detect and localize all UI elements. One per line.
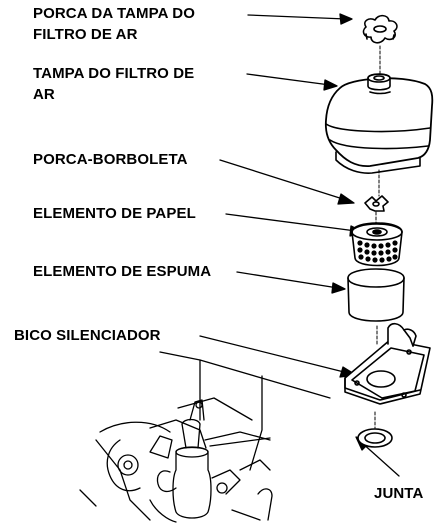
leader-cover-nut: [247, 14, 347, 20]
foam-element-part: [347, 268, 405, 347]
label-gasket: JUNTA: [374, 485, 424, 502]
label-paper-element: ELEMENTO DE PAPEL: [33, 205, 196, 222]
leader-cover: [246, 73, 331, 86]
label-cover-line1: TAMPA DO FILTRO DE: [33, 65, 195, 82]
leader-gasket: [360, 441, 400, 477]
label-foam-element: ELEMENTO DE ESPUMA: [33, 263, 212, 280]
leader-paper: [225, 213, 357, 232]
engine-part: [79, 351, 331, 523]
silencer-part: [344, 322, 431, 405]
gasket-part: [357, 411, 393, 448]
leader-silencer: [199, 335, 349, 374]
cover-nut-part: [362, 14, 398, 75]
leader-wing-nut: [219, 159, 347, 201]
label-silencer: BICO SILENCIADOR: [14, 327, 161, 344]
air-cleaner-cover-part: [324, 73, 434, 197]
leader-foam: [236, 271, 339, 289]
paper-element-part: [351, 222, 403, 267]
label-wing-nut: PORCA-BORBOLETA: [33, 151, 188, 168]
label-cover-line2: AR: [33, 86, 55, 103]
label-cover-nut-line2: FILTRO DE AR: [33, 26, 138, 43]
label-cover-nut-line1: PORCA DA TAMPA DO: [33, 5, 195, 22]
wing-nut-part: [364, 195, 389, 225]
